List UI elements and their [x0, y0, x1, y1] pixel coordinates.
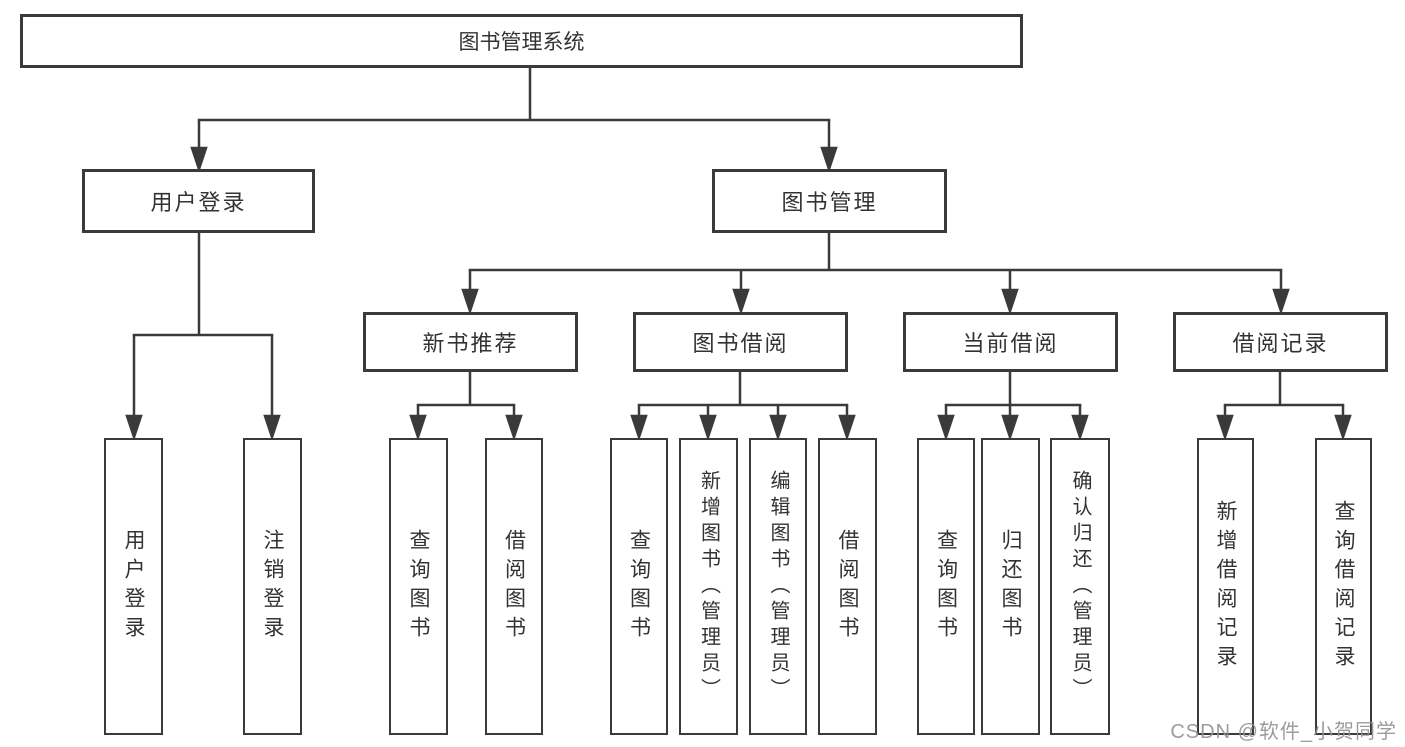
csdn-watermark: CSDN @软件_小贺同学	[1170, 721, 1397, 743]
leaf-borrow-book-recommend-label: 借阅图书	[502, 528, 526, 645]
leaf-add-borrow-record: 新增借阅记录	[1197, 438, 1254, 735]
node-current-borrow: 当前借阅	[903, 312, 1118, 372]
node-book-management: 图书管理	[712, 169, 947, 233]
node-new-book-recommend: 新书推荐	[363, 312, 578, 372]
node-user-login-label: 用户登录	[150, 190, 247, 215]
leaf-logout-label: 注销登录	[261, 528, 284, 645]
leaf-borrow-book-recommend: 借阅图书	[485, 438, 543, 735]
node-root-library-system: 图书管理系统	[20, 14, 1023, 68]
leaf-return-book-label: 归还图书	[999, 528, 1022, 645]
leaf-confirm-return-admin-label: 确认归还（管理员）	[1069, 469, 1091, 704]
node-book-borrow: 图书借阅	[633, 312, 848, 372]
node-root-label: 图书管理系统	[458, 31, 585, 54]
leaf-confirm-return-admin: 确认归还（管理员）	[1050, 438, 1110, 735]
leaf-add-borrow-record-label: 新增借阅记录	[1214, 499, 1237, 674]
node-user-login: 用户登录	[82, 169, 315, 233]
leaf-logout: 注销登录	[243, 438, 302, 735]
leaf-query-book-borrow-label: 查询图书	[627, 528, 651, 645]
node-book-borrow-label: 图书借阅	[692, 331, 789, 356]
leaf-query-book-current-label: 查询图书	[934, 528, 958, 645]
node-book-management-label: 图书管理	[781, 190, 878, 215]
leaf-edit-book-admin-label: 编辑图书（管理员）	[767, 469, 789, 704]
leaf-query-borrow-record-label: 查询借阅记录	[1332, 499, 1355, 674]
node-new-book-recommend-label: 新书推荐	[422, 331, 519, 356]
leaf-add-book-admin-label: 新增图书（管理员）	[697, 469, 720, 704]
leaf-borrow-book-label: 借阅图书	[836, 528, 859, 645]
leaf-query-book-recommend: 查询图书	[389, 438, 448, 735]
node-borrow-records-label: 借阅记录	[1232, 331, 1329, 356]
leaf-return-book: 归还图书	[981, 438, 1040, 735]
leaf-query-book-current: 查询图书	[917, 438, 975, 735]
leaf-edit-book-admin: 编辑图书（管理员）	[749, 438, 807, 735]
leaf-user-login: 用户登录	[104, 438, 163, 735]
node-borrow-records: 借阅记录	[1173, 312, 1388, 372]
node-current-borrow-label: 当前借阅	[962, 331, 1059, 356]
leaf-add-book-admin: 新增图书（管理员）	[679, 438, 738, 735]
leaf-query-book-recommend-label: 查询图书	[407, 528, 430, 645]
leaf-query-borrow-record: 查询借阅记录	[1315, 438, 1372, 735]
leaf-borrow-book: 借阅图书	[818, 438, 877, 735]
leaf-user-login-label: 用户登录	[122, 528, 145, 645]
leaf-query-book-borrow: 查询图书	[610, 438, 668, 735]
